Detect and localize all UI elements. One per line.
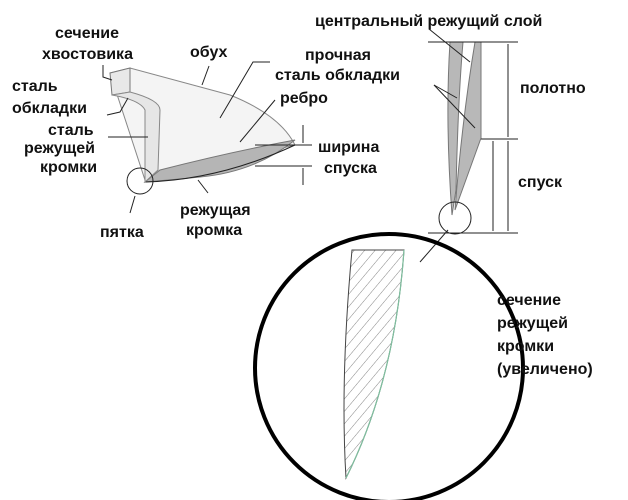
label-edge-steel-3: кромки (40, 159, 97, 176)
label-cladding-steel-1: сталь (12, 78, 58, 95)
label-cutting-edge-2: кромка (186, 222, 242, 239)
label-bevel-width-2: спуска (324, 160, 377, 177)
edge-circle (438, 201, 472, 235)
label-heel: пятка (100, 224, 144, 241)
label-edge-zoom-4: (увеличено) (497, 361, 593, 378)
label-cladding-steel-2: обкладки (12, 100, 87, 117)
label-edge-zoom-2: режущей (497, 315, 568, 332)
label-tang-section-2: хвостовика (42, 46, 133, 63)
label-edge-steel-1: сталь (48, 122, 94, 139)
label-edge-steel-2: режущей (24, 140, 95, 157)
magnified-edge-section (253, 232, 525, 500)
label-central-core: центральный режущий слой (315, 13, 542, 30)
label-strong-cladding-1: прочная (305, 47, 371, 64)
label-cutting-edge-1: режущая (180, 202, 251, 219)
labels: сечение хвостовика сталь обкладки сталь … (12, 13, 593, 378)
knife-blade-perspective (109, 67, 296, 195)
blade-cross-section (419, 28, 518, 263)
label-shoulder: ребро (280, 90, 328, 107)
label-bevel: спуск (518, 174, 563, 191)
label-spine: обух (190, 44, 228, 61)
cutting-edge-band (143, 139, 296, 183)
tang-section (109, 67, 131, 96)
heel-circle (126, 167, 154, 195)
label-edge-zoom-3: кромки (497, 338, 554, 355)
label-edge-zoom-1: сечение (497, 292, 561, 309)
label-bevel-width-1: ширина (318, 139, 379, 156)
label-blade-body: полотно (520, 80, 586, 97)
leader-lines-left (102, 61, 312, 214)
label-tang-section-1: сечение (55, 25, 119, 42)
label-strong-cladding-2: сталь обкладки (275, 67, 400, 84)
